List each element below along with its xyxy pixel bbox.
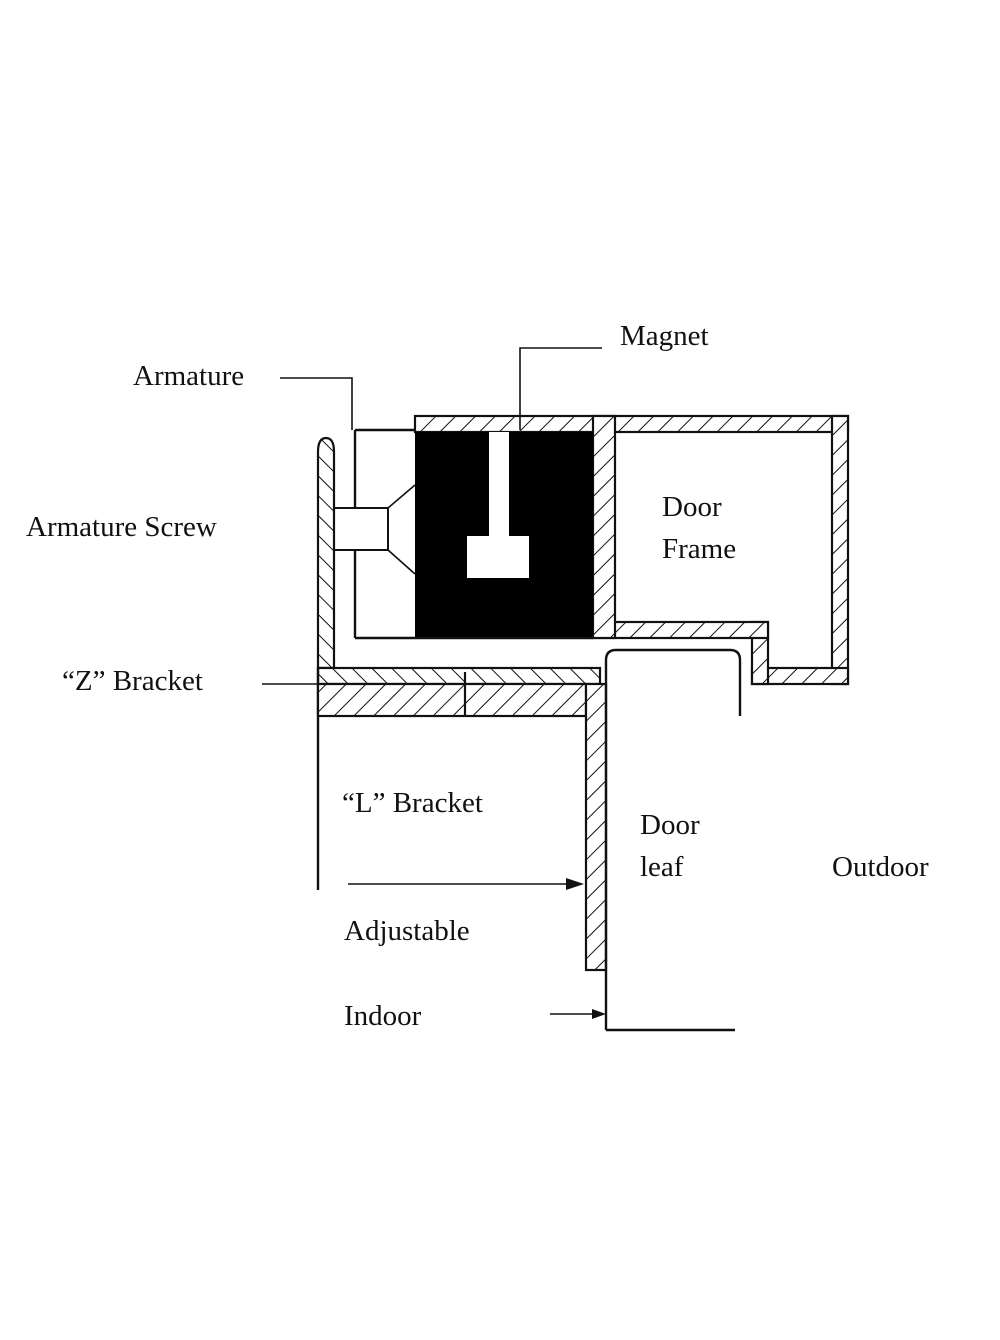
armature-screw-label: Armature Screw xyxy=(26,511,217,543)
door-frame-label-line1: Door xyxy=(662,491,722,523)
armature-label: Armature xyxy=(133,360,244,392)
z-bracket xyxy=(316,436,602,890)
indoor-label: Indoor xyxy=(344,1000,422,1032)
magnet-label: Magnet xyxy=(620,320,709,352)
door-frame-label-line2: Frame xyxy=(662,533,736,565)
leader-lines xyxy=(262,347,606,1019)
door-leaf-label-line1: Door xyxy=(640,809,700,841)
door-leaf-label-line2: leaf xyxy=(640,851,684,883)
l-bracket-label: “L” Bracket xyxy=(342,787,483,819)
l-bracket xyxy=(316,672,608,972)
labels: Magnet Armature Armature Screw “Z” Brack… xyxy=(26,320,929,1032)
outdoor-label: Outdoor xyxy=(832,851,929,883)
armature-screw xyxy=(321,484,416,575)
door-leaf-outline xyxy=(604,648,742,1032)
adjustable-label: Adjustable xyxy=(344,915,470,947)
magnet-body xyxy=(415,432,593,638)
z-bracket-label: “Z” Bracket xyxy=(62,665,203,697)
